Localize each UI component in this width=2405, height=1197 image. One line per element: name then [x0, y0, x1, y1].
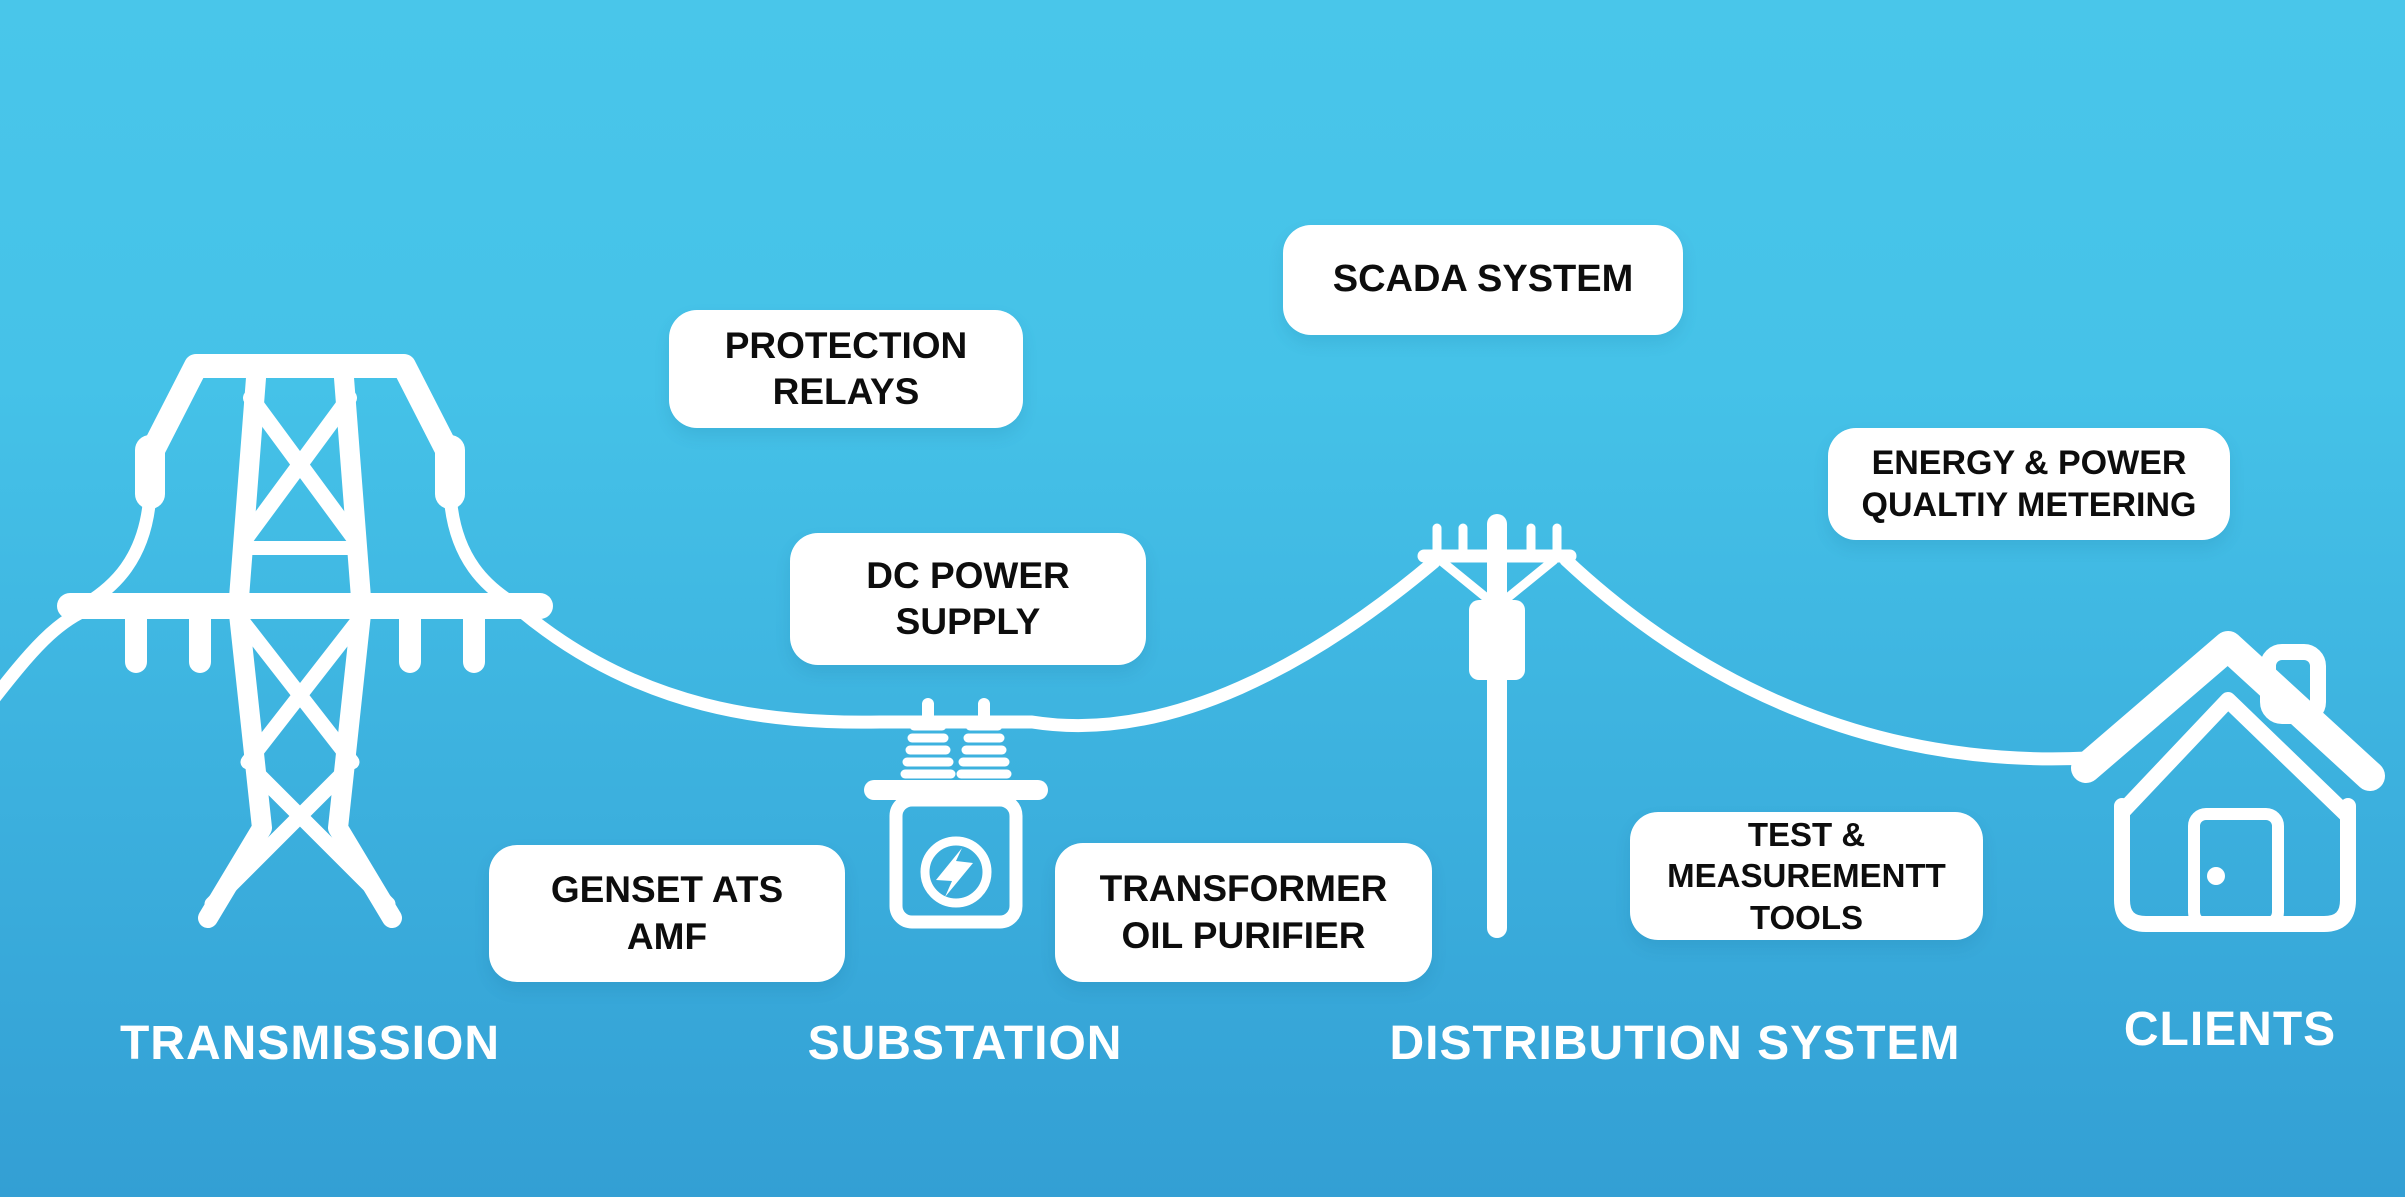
callout-transformer-oil-purifier: TRANSFORMER OIL PURIFIER	[1055, 843, 1432, 982]
house-icon	[2071, 631, 2385, 932]
callout-test-measurement-tools: TEST & MEASUREMENTT TOOLS	[1630, 812, 1983, 940]
callout-scada-system: SCADA SYSTEM	[1283, 225, 1683, 335]
callout-label: PROTECTION RELAYS	[724, 324, 968, 412]
stage-label-substation: SUBSTATION	[807, 1017, 1123, 1070]
utility-pole-icon	[1417, 514, 1577, 938]
pole-transformer-box	[1469, 600, 1525, 680]
stage-label-distribution-system: DISTRIBUTION SYSTEM	[1389, 1017, 1961, 1070]
door-icon	[2188, 808, 2284, 930]
callout-label: GENSET ATS AMF	[550, 869, 784, 957]
door-knob-icon	[2207, 867, 2225, 885]
callout-dc-power-supply: DC POWER SUPPLY	[790, 533, 1146, 665]
callout-label: TRANSFORMER OIL PURIFIER	[1099, 868, 1388, 956]
callout-label: TEST & MEASUREMENTT TOOLS	[1667, 816, 1946, 936]
transformer-icon	[864, 698, 1048, 929]
callout-label: ENERGY & POWER QUALTIY METERING	[1861, 443, 2197, 525]
callout-label: DC POWER SUPPLY	[866, 554, 1070, 642]
callout-genset-ats-amf: GENSET ATS AMF	[489, 845, 845, 982]
transmission-tower-icon	[57, 354, 553, 928]
bushing-left-icon	[900, 698, 956, 779]
lightning-bolt-icon	[936, 848, 973, 897]
bushing-right-icon	[956, 698, 1012, 779]
stage-label-transmission: TRANSMISSION	[119, 1017, 500, 1070]
callout-label: SCADA SYSTEM	[1332, 258, 1634, 301]
callout-protection-relays: PROTECTION RELAYS	[669, 310, 1023, 428]
callout-energy-power-quality-metering: ENERGY & POWER QUALTIY METERING	[1828, 428, 2230, 540]
stage-label-clients: CLIENTS	[2123, 1003, 2337, 1056]
